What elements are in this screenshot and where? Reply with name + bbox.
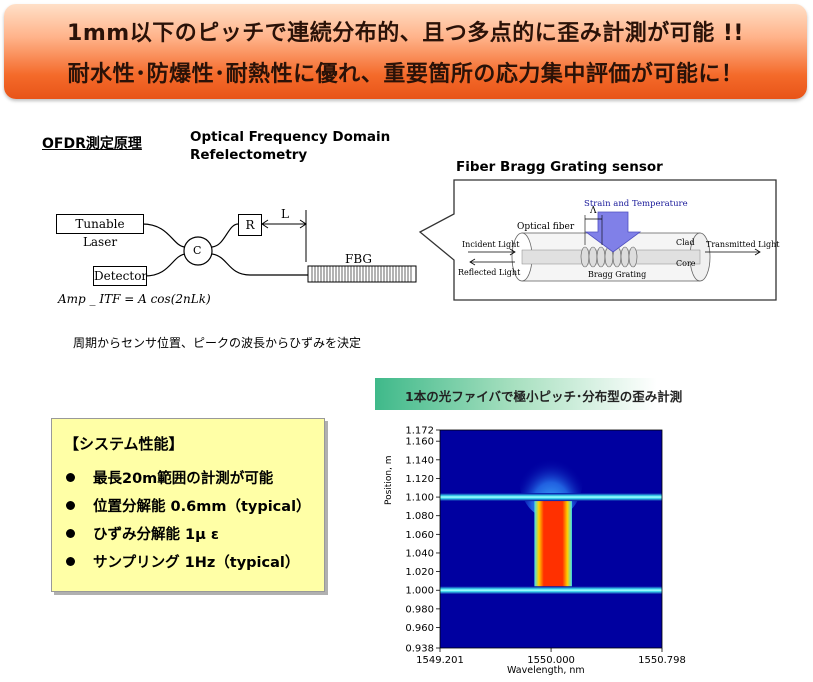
chart-banner-text: 1本の光ファイバで極小ピッチ･分布型の歪み計測	[405, 389, 683, 404]
ofdr-english-title: Optical Frequency Domain Refelectometry	[190, 128, 390, 164]
spec-item-text: 最長20m範囲の計測が可能	[93, 471, 274, 487]
y-tick-label: 1.000	[405, 586, 434, 597]
y-tick-label: 1.020	[405, 567, 434, 578]
fbg-fiber	[211, 253, 308, 276]
fbg-bar-hatching	[311, 266, 412, 282]
bragg-grating	[580, 246, 638, 268]
reflector-label: R	[245, 218, 255, 232]
spec-item-text: 位置分解能 0.6mm（typical）	[93, 499, 311, 515]
y-tick-label: 1.060	[405, 530, 434, 541]
coupler-label: C	[193, 244, 202, 257]
strain-arrow	[584, 211, 642, 253]
specs-title: 【システム性能】	[64, 435, 184, 453]
fbg-sensor-title: Fiber Bragg Grating sensor	[456, 159, 663, 175]
incident-light-label: Incident Light	[462, 240, 520, 249]
ofdr-title: OFDR測定原理	[42, 136, 142, 152]
spec-item-text: サンプリング 1Hz（typical）	[93, 555, 300, 571]
y-tick-label: 0.980	[405, 604, 434, 615]
detector-label: Detector	[94, 269, 148, 283]
heatmap-band	[440, 493, 662, 502]
system-specs-box: 【システム性能】 最長20m範囲の計測が可能 位置分解能 0.6mm（typic…	[51, 418, 325, 592]
heatmap-band	[440, 586, 662, 595]
y-tick-label: 1.080	[405, 511, 434, 522]
spec-item: 位置分解能 0.6mm（typical）	[66, 495, 311, 516]
transmitted-light-label: Transmitted Light	[706, 240, 780, 249]
tunable-laser-label: Tunable Laser	[75, 217, 125, 249]
bullet-icon	[66, 556, 75, 566]
x-axis: 1549.201 1550.000 1550.798	[416, 648, 686, 666]
ofdr-english-line-2: Refelectometry	[190, 147, 308, 163]
laser-fiber	[141, 223, 186, 248]
spec-item: 最長20m範囲の計測が可能	[66, 467, 273, 488]
detector-box: Detector	[93, 266, 147, 286]
reflected-light-label: Reflected Light	[458, 268, 521, 277]
y-axis-label: Position, m	[384, 455, 394, 505]
y-tick-label: 1.040	[405, 548, 434, 559]
detector-fiber	[144, 253, 186, 277]
headline-line-2: 耐水性･防爆性･耐熱性に優れ、重要箇所の応力集中評価が可能に！	[67, 62, 744, 87]
heatmap-plot-area	[439, 429, 663, 649]
x-axis-label: Wavelength, nm	[507, 665, 585, 676]
y-tick-label: 1.140	[405, 455, 434, 466]
bullet-icon	[66, 500, 75, 510]
heatmap-hot-region	[534, 497, 572, 591]
spec-item: ひずみ分解能 1μ ε	[66, 523, 219, 544]
y-tick-label: 1.172	[405, 426, 434, 437]
x-tick-label: 1549.201	[416, 655, 464, 666]
spec-item: サンプリング 1Hz（typical）	[66, 551, 299, 572]
y-tick-label: 1.120	[405, 474, 434, 485]
fbg-bar	[307, 265, 417, 283]
coupler-circle	[183, 236, 213, 266]
bullet-icon	[66, 472, 75, 482]
x-tick-label: 1550.000	[527, 655, 575, 666]
lambda-label: Λ	[590, 206, 597, 216]
bragg-grating-label: Bragg Grating	[588, 270, 647, 279]
reflector-box: R	[238, 214, 262, 236]
bullet-icon	[66, 528, 75, 538]
y-tick-label: 1.160	[405, 437, 434, 448]
fbg-label: FBG	[345, 252, 372, 266]
headline-line-1: 1mm以下のピッチで連続分布的、且つ多点的に歪み計測が可能 !!	[67, 21, 744, 46]
ofdr-caption: 周期からセンサ位置、ピークの波長からひずみを決定	[73, 336, 362, 350]
y-tick-label: 1.100	[405, 493, 434, 504]
headline-banner: 1mm以下のピッチで連続分布的、且つ多点的に歪み計測が可能 !! 耐水性･防爆性…	[4, 4, 807, 99]
optical-fiber-label: Optical fiber	[517, 222, 575, 232]
formula: Amp _ ITF = A cos(2nLk)	[58, 292, 211, 306]
strain-temperature-label: Strain and Temperature	[584, 199, 688, 209]
core-label: Core	[676, 259, 696, 268]
tunable-laser-box: Tunable Laser	[56, 214, 144, 249]
spec-item-text: ひずみ分解能 1μ ε	[93, 527, 219, 543]
y-tick-label: 0.938	[405, 644, 434, 655]
reflector-fiber	[211, 223, 239, 248]
length-label: L	[281, 207, 289, 221]
x-tick-label: 1550.798	[638, 655, 686, 666]
y-tick-label: 0.960	[405, 623, 434, 634]
clad-label: Clad	[676, 238, 695, 247]
chart-banner: 1本の光ファイバで極小ピッチ･分布型の歪み計測	[375, 378, 727, 410]
ofdr-english-line-1: Optical Frequency Domain	[190, 129, 391, 145]
